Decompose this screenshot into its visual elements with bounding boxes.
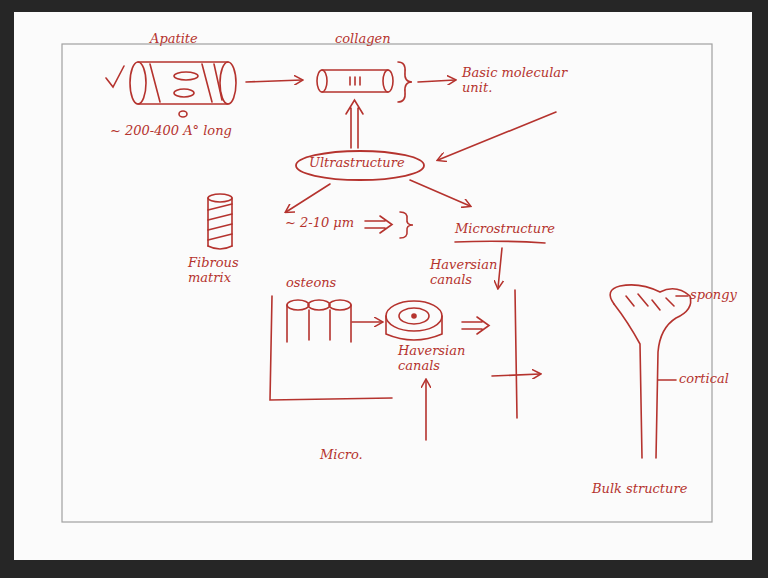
handwritten-label: Apatite <box>150 32 198 47</box>
handwritten-label: Fibrous matrix <box>188 256 246 286</box>
handwritten-label: osteons <box>286 276 336 291</box>
node-text: Ultrastructure <box>295 150 425 177</box>
circled-term: Ultrastructure <box>295 150 425 181</box>
handwritten-label: Micro. <box>320 448 363 463</box>
handwritten-label: Microstructure <box>455 222 555 237</box>
handwritten-label: ~ 200-400 A° long <box>110 124 232 139</box>
handwritten-label: Bulk structure <box>592 482 687 497</box>
handwritten-label: Haversian canals <box>430 258 494 288</box>
handwritten-label: collagen <box>335 32 391 47</box>
handwritten-label: Basic molecular unit. <box>462 66 572 96</box>
handwritten-label: spongy <box>690 288 737 303</box>
handwritten-label: Haversian canals <box>398 344 474 374</box>
handwritten-label: ~ 2-10 μm <box>285 216 354 231</box>
handwritten-label: cortical <box>679 372 729 387</box>
